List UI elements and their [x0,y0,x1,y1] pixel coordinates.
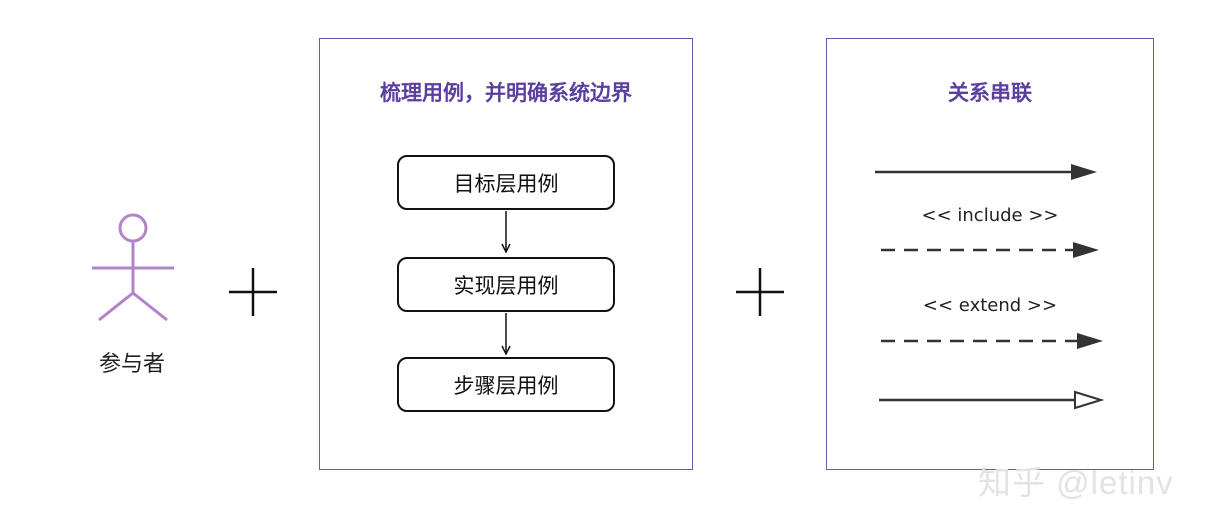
actor-label: 参与者 [98,352,165,377]
implementation-level-use-case-box: 实现层用例 [397,257,615,312]
step-level-use-case-box: 步骤层用例 [397,357,615,412]
use-case-panel-title: 梳理用例，并明确系统边界 [380,81,632,105]
relation-panel-title: 关系串联 [948,81,1032,105]
down-arrow-1 [501,211,511,254]
actor-icon [92,213,174,322]
include-dashed-arrow [881,242,1099,258]
include-label: << include >> [921,205,1059,226]
watermark: 知乎 @letinv [978,464,1174,501]
use-case-panel: 梳理用例，并明确系统边界 目标层用例 实现层用例 步骤层用例 [319,38,693,470]
plus-operator-2 [736,268,784,316]
extend-dashed-arrow [881,333,1103,349]
generalization-arrow [879,390,1105,410]
plus-operator-1 [229,268,277,316]
association-arrow [875,164,1097,180]
goal-level-use-case-box: 目标层用例 [397,155,615,210]
down-arrow-2 [501,313,511,356]
relation-panel: 关系串联 << include >> << extend >> [826,38,1154,470]
extend-label: << extend >> [922,295,1058,316]
